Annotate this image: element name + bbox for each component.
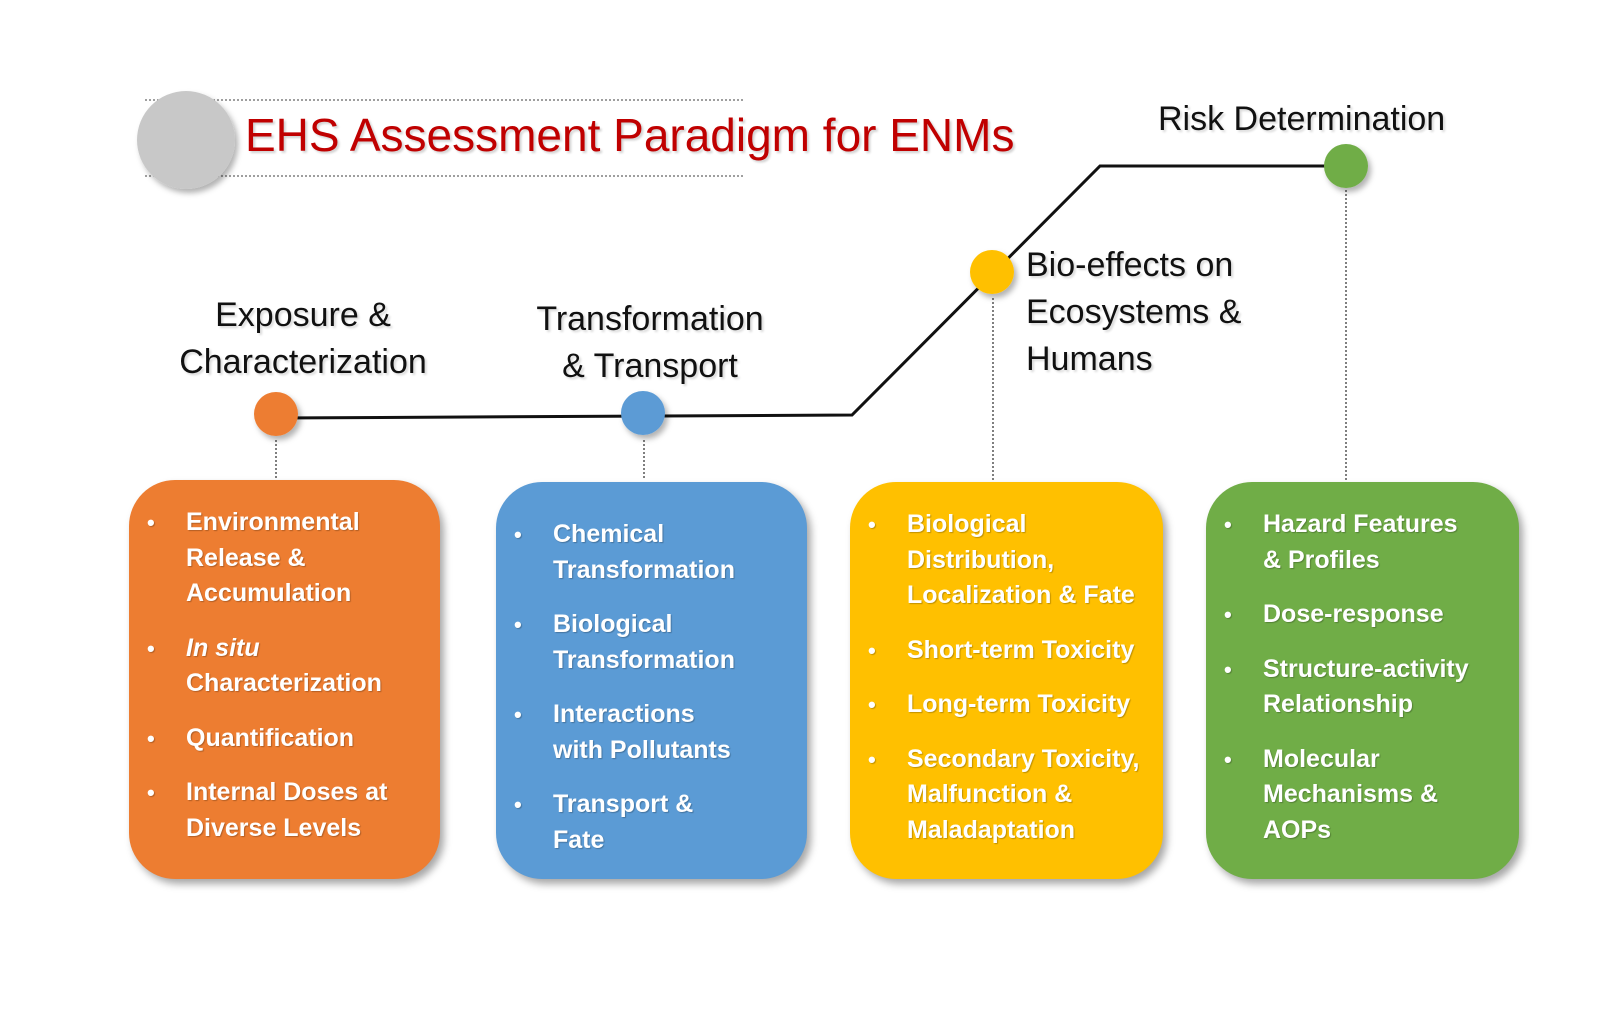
list-item: • Quantification: [129, 721, 440, 757]
stage-label-line: Bio-effects on: [1026, 246, 1234, 284]
stage-box-transformation: • Chemical Transformation • Biological T…: [496, 482, 807, 879]
stage-dot-exposure: [254, 392, 298, 436]
bullet-icon: •: [868, 692, 876, 717]
list-item: • Biological Transformation: [496, 607, 807, 678]
bullet-icon: •: [514, 792, 522, 817]
bullet-icon: •: [147, 635, 155, 661]
stage-dot-risk: [1324, 144, 1368, 188]
bullet-icon: •: [514, 702, 522, 727]
list-item: • Internal Doses at Diverse Levels: [129, 775, 440, 846]
stage-label-exposure: Exposure & Characterization: [168, 292, 438, 386]
bullet-icon: •: [514, 612, 522, 637]
bullet-icon: •: [147, 780, 155, 805]
list-item: • Biological Distribution, Localization …: [850, 507, 1163, 614]
stage-label-line: Characterization: [179, 343, 427, 381]
bullet-icon: •: [1224, 746, 1232, 772]
list-item: • Long-term Toxicity: [850, 687, 1163, 723]
list-item: • Short-term Toxicity: [850, 633, 1163, 669]
bullet-icon: •: [147, 510, 155, 535]
list-item: • Interactions with Pollutants: [496, 697, 807, 768]
stage-label-line: Exposure &: [215, 296, 391, 334]
list-item: • Dose-response: [1206, 597, 1519, 633]
title-grey-disc: [137, 91, 235, 189]
stage-label-line: Humans: [1026, 340, 1153, 378]
list-item: • Structure-activity Relationship: [1206, 652, 1519, 723]
bullet-icon: •: [1224, 656, 1232, 682]
stage-label-line: & Transport: [562, 347, 738, 385]
bullet-icon: •: [868, 512, 876, 537]
stage-dot-transformation: [621, 391, 665, 435]
page-title: EHS Assessment Paradigm for ENMs: [245, 109, 1015, 161]
list-item: • Secondary Toxicity, Malfunction & Mala…: [850, 742, 1163, 849]
list-item: • Chemical Transformation: [496, 517, 807, 588]
bullet-icon: •: [1224, 602, 1232, 627]
stage-label-line: Ecosystems &: [1026, 293, 1242, 331]
stage-box-risk: • Hazard Features & Profiles • Dose-resp…: [1206, 482, 1519, 879]
bullet-icon: •: [868, 746, 876, 772]
list-item: • Molecular Mechanisms & AOPs: [1206, 742, 1519, 849]
stage-label-bioeffects: Bio-effects on Ecosystems & Humans: [1026, 242, 1241, 383]
stage-dot-bioeffects: [970, 250, 1014, 294]
list-item: • Environmental Release & Accumulation: [129, 505, 440, 612]
bullet-icon: •: [868, 637, 876, 663]
stage-box-bioeffects: • Biological Distribution, Localization …: [850, 482, 1163, 879]
bullet-icon: •: [147, 725, 155, 751]
list-item: • In situ Characterization: [129, 631, 440, 702]
bullet-icon: •: [514, 522, 522, 547]
stage-box-exposure: • Environmental Release & Accumulation •…: [129, 480, 440, 879]
list-item: • Hazard Features & Profiles: [1206, 507, 1519, 578]
stage-label-risk: Risk Determination: [1158, 96, 1445, 143]
bullet-icon: •: [1224, 512, 1232, 537]
stage-label-transformation: Transformation & Transport: [520, 296, 780, 390]
stage-label-line: Transformation: [536, 300, 764, 338]
progression-path: [275, 164, 1350, 420]
stage-label-line: Risk Determination: [1158, 100, 1446, 138]
list-item: • Transport & Fate: [496, 787, 807, 858]
